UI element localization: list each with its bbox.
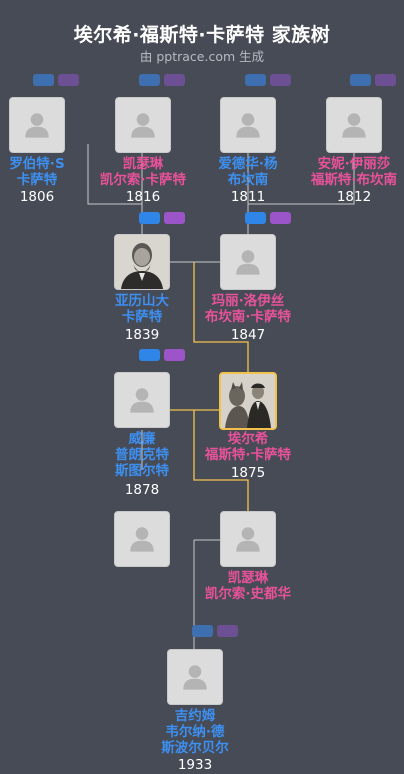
badge-pair[interactable]	[139, 212, 187, 224]
blue-tag[interactable]	[245, 74, 266, 86]
badge-pair[interactable]	[245, 74, 293, 86]
badge-pair[interactable]	[33, 74, 81, 86]
purple-tag[interactable]	[270, 212, 291, 224]
person-silhouette-icon	[230, 107, 266, 143]
person-card-katherine[interactable]	[115, 97, 171, 153]
person-card-katherine-stewart[interactable]	[220, 511, 276, 567]
person-year-william: 1878	[124, 482, 160, 498]
badge-pair[interactable]	[245, 212, 293, 224]
blue-tag[interactable]	[139, 212, 160, 224]
blue-tag[interactable]	[350, 74, 371, 86]
page-title: 埃尔希·福斯特·卡萨特 家族树	[73, 24, 331, 46]
purple-tag[interactable]	[164, 212, 185, 224]
person-name-alexander: 亚历山大 卡萨特	[115, 293, 169, 325]
highlight-line-to-elsie	[193, 262, 249, 372]
person-name-robert: 罗伯特·S 卡萨特	[9, 156, 65, 188]
person-card-mary[interactable]	[220, 234, 276, 290]
blue-tag[interactable]	[192, 625, 213, 637]
person-card-william[interactable]	[114, 372, 170, 428]
purple-tag[interactable]	[164, 74, 185, 86]
person-silhouette-icon	[177, 659, 213, 695]
person-name-mary: 玛丽·洛伊丝 布坎南·卡萨特	[204, 293, 292, 325]
person-year-mary: 1847	[230, 327, 266, 343]
purple-tag[interactable]	[217, 625, 238, 637]
person-silhouette-icon	[19, 107, 55, 143]
blue-tag[interactable]	[139, 74, 160, 86]
connector-robert-katherine	[87, 144, 143, 205]
person-card-elsie[interactable]	[219, 372, 277, 430]
blue-tag[interactable]	[245, 212, 266, 224]
person-card-alexander[interactable]	[114, 234, 170, 290]
badge-pair[interactable]	[139, 349, 187, 361]
person-year-robert: 1806	[19, 189, 55, 205]
person-name-katherine: 凯瑟琳 凯尔索·卡萨特	[99, 156, 187, 188]
person-year-edward: 1811	[230, 189, 266, 205]
person-name-edward: 爱德华·杨 布坎南	[218, 156, 278, 188]
highlight-line-to-child	[193, 410, 249, 512]
person-name-katherine-stewart: 凯瑟琳 凯尔索·史都华	[204, 570, 292, 602]
connector-edward-annie	[247, 144, 355, 205]
person-year-annie: 1812	[336, 189, 372, 205]
person-silhouette-icon	[124, 382, 160, 418]
person-silhouette-icon	[124, 521, 160, 557]
person-card-james[interactable]	[167, 649, 223, 705]
person-silhouette-icon	[336, 107, 372, 143]
person-name-james: 吉约姆 韦尔纳·德 斯波尔贝尔	[161, 708, 229, 756]
person-card-annie[interactable]	[326, 97, 382, 153]
purple-tag[interactable]	[58, 74, 79, 86]
person-card-unknown[interactable]	[114, 511, 170, 567]
person-silhouette-icon	[125, 107, 161, 143]
badge-pair[interactable]	[192, 625, 240, 637]
person-year-james: 1933	[177, 757, 213, 773]
portrait-photo	[221, 374, 275, 428]
person-year-elsie: 1875	[230, 465, 266, 481]
blue-tag[interactable]	[33, 74, 54, 86]
person-year-katherine: 1816	[125, 189, 161, 205]
person-card-robert[interactable]	[9, 97, 65, 153]
portrait-photo	[115, 235, 169, 289]
person-name-william: 威廉 普朗克特 斯图尔特	[115, 431, 169, 479]
blue-tag[interactable]	[139, 349, 160, 361]
badge-pair[interactable]	[350, 74, 398, 86]
person-card-edward[interactable]	[220, 97, 276, 153]
purple-tag[interactable]	[375, 74, 396, 86]
purple-tag[interactable]	[164, 349, 185, 361]
person-silhouette-icon	[230, 244, 266, 280]
page-subtitle: 由 pptrace.com 生成	[139, 49, 265, 64]
person-name-elsie: 埃尔希 福斯特·卡萨特	[204, 431, 292, 463]
person-name-annie: 安妮·伊丽莎 福斯特·布坎南	[310, 156, 398, 188]
person-silhouette-icon	[230, 521, 266, 557]
person-year-alexander: 1839	[124, 327, 160, 343]
badge-pair[interactable]	[139, 74, 187, 86]
purple-tag[interactable]	[270, 74, 291, 86]
